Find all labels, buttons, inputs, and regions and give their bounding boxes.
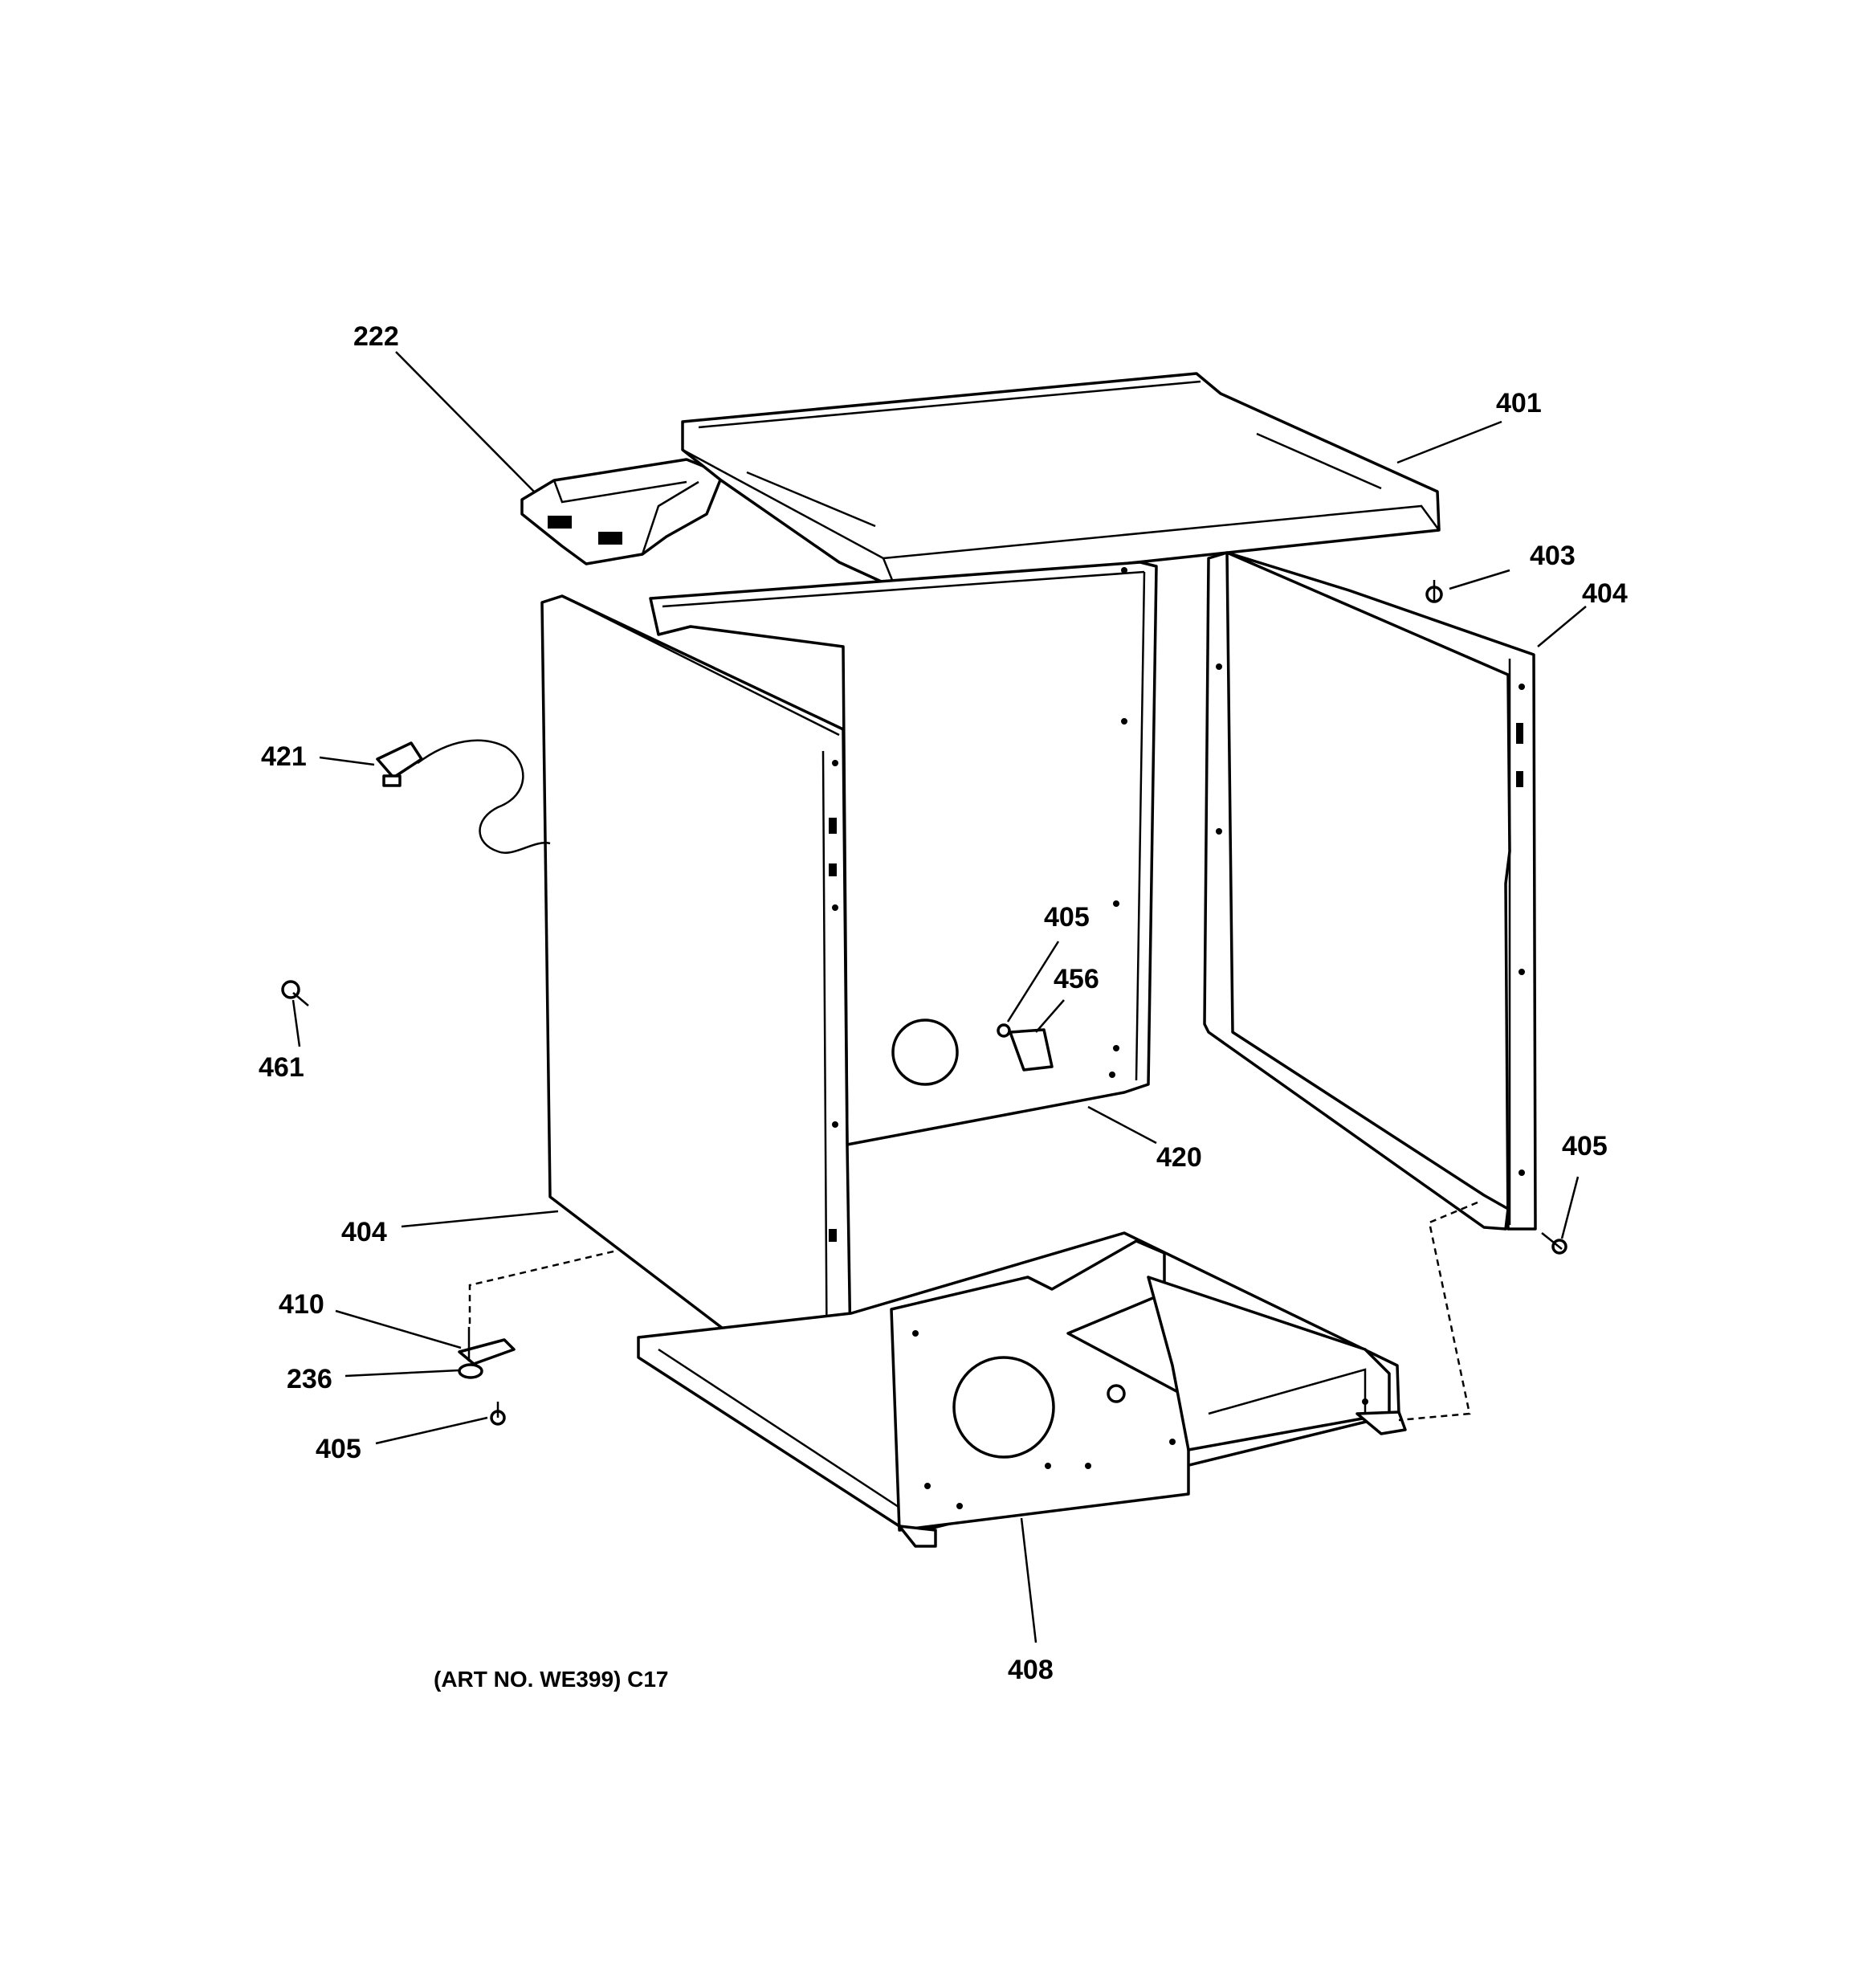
callout-labels: 222 401 403 404 421 405 456 461 420 405 … [259, 321, 1628, 1685]
part-421-power-cord [376, 739, 551, 854]
part-405-left-screw [490, 1402, 506, 1426]
part-420-rear-panel [649, 561, 1158, 1146]
callout-405-left: 405 [316, 1434, 361, 1464]
part-405-right-screw [1541, 1232, 1567, 1255]
callout-401: 401 [1496, 388, 1542, 418]
part-461-screw [281, 980, 309, 1006]
callout-421: 421 [261, 741, 307, 772]
part-456-clip [997, 1023, 1054, 1072]
callout-404-right: 404 [1582, 578, 1628, 609]
callout-405-center: 405 [1044, 902, 1090, 933]
leader-lines [291, 351, 1587, 1643]
art-number-caption: (ART NO. WE399) C17 [434, 1667, 669, 1692]
part-404-left-side-panel [540, 594, 853, 1407]
callout-236: 236 [287, 1364, 332, 1394]
part-236-foot [458, 1363, 483, 1379]
part-408-base [637, 1231, 1407, 1548]
assembly-dashline-left [468, 1250, 614, 1325]
assembly-dashline-right [1398, 1201, 1478, 1422]
callout-456: 456 [1054, 964, 1099, 994]
part-404-right-side-panel [1203, 551, 1537, 1231]
callout-410: 410 [279, 1289, 324, 1320]
part-410-leveling-leg [458, 1327, 516, 1365]
callout-404-left: 404 [341, 1217, 387, 1247]
callout-403: 403 [1530, 541, 1576, 571]
callout-222: 222 [353, 321, 399, 352]
callout-420: 420 [1156, 1142, 1202, 1173]
callout-461: 461 [259, 1052, 304, 1083]
part-222-bracket [520, 458, 724, 565]
callout-408: 408 [1008, 1655, 1054, 1685]
callout-405-right: 405 [1562, 1131, 1608, 1161]
part-401-top-panel [681, 372, 1441, 590]
part-403-screw [1425, 580, 1443, 603]
